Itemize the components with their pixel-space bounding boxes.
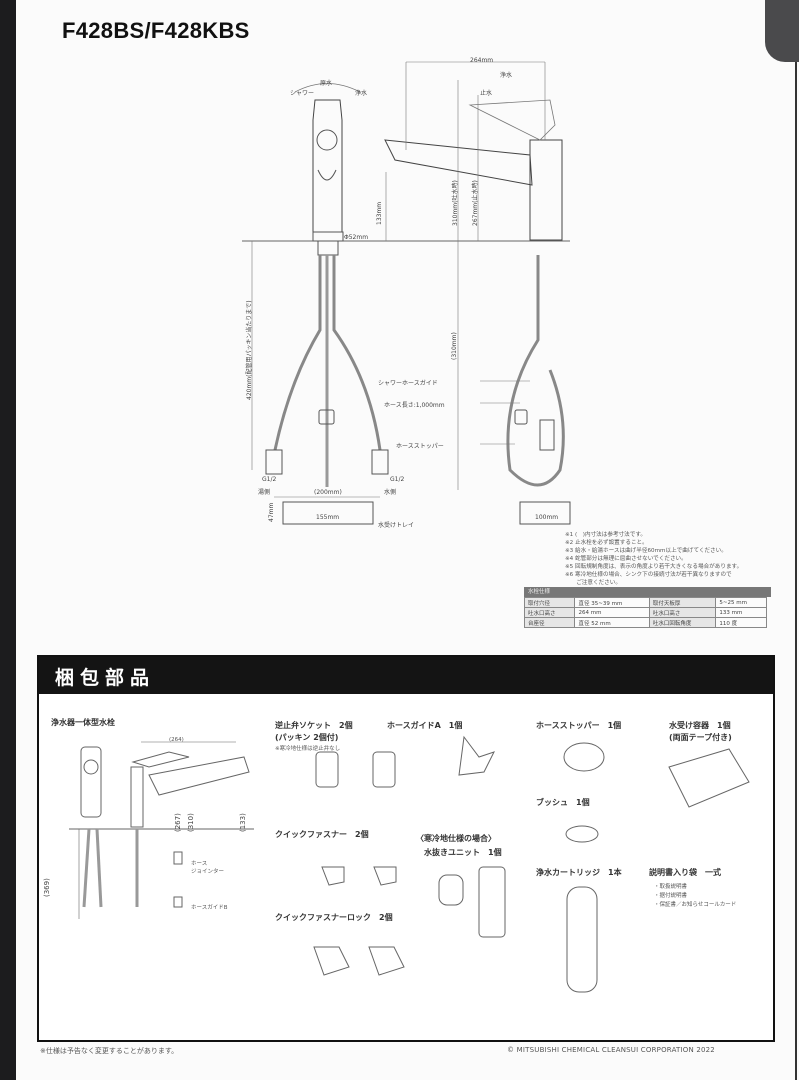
technical-drawing <box>242 61 571 525</box>
manual-item: ・取扱説明書 <box>654 884 688 890</box>
spec-key: 台座径 <box>523 617 576 628</box>
lever-label-raw: 原水 <box>320 80 333 87</box>
dim-264-small: (264) <box>169 737 184 743</box>
spec-key: 取付穴径 <box>523 597 576 608</box>
tray-label: 水受けトレイ <box>378 522 415 529</box>
thread-right: G1/2 <box>390 476 405 483</box>
spec-key: 吐水口高さ <box>648 607 717 618</box>
dim-phi52: Φ52mm <box>344 234 369 241</box>
spec-key: 吐水口回転角度 <box>648 617 717 628</box>
spec-value: 5~25 mm <box>715 597 767 608</box>
dim-267: 267mm(止水時) <box>472 180 479 226</box>
dim-310-paren: (310mm) <box>451 332 458 360</box>
note: ※5 回転規制角度は、表示の角度より若干大きくなる場合があります。 <box>565 564 743 570</box>
notes-list: ※1 ( )内寸法は参考寸法です。 ※2 止水栓を必ず設置すること。 ※3 給水… <box>565 531 742 587</box>
faucet-side-view <box>384 61 565 490</box>
hot-side-label: 湯側 <box>258 489 271 496</box>
dim-310-small: (310) <box>187 813 195 832</box>
part-label-hose-stopper: ホースストッパー 1個 <box>536 721 622 730</box>
parts-illustrations <box>69 735 750 993</box>
table-row: 吐水口高さ 264 mm 吐水口高さ 133 mm <box>523 607 767 618</box>
spec-value: 110 度 <box>715 617 767 628</box>
dim-420: 420mm(配管用パッキン当たりまで) <box>246 300 253 400</box>
hose-jointer-label: ホース ジョインター <box>191 861 225 875</box>
note: ※3 給水・給湯ホースは曲げ半径60mm以上で曲げてください。 <box>565 548 727 554</box>
part-sub-drain-unit: 水抜きユニット 1個 <box>424 848 502 857</box>
part-note-check-valve: ※寒冷地仕様は逆止弁なし <box>275 746 341 752</box>
faucet-front-view <box>251 83 389 498</box>
table-row: 取付穴径 直径 35~39 mm 取付天板厚 5~25 mm <box>523 597 767 608</box>
part-label-cartridge: 浄水カートリッジ 1本 <box>536 868 622 877</box>
cold-side-label: 水側 <box>384 489 397 496</box>
callout-hose-stopper: ホースストッパー <box>396 443 444 450</box>
spec-value: 264 mm <box>574 607 650 618</box>
callout-shower-hose-guide: シャワーホースガイド <box>378 380 438 387</box>
note: ※2 止水栓を必ず設置すること。 <box>565 540 648 546</box>
spec-value: 133 mm <box>715 607 767 618</box>
spec-value: 直径 35~39 mm <box>574 597 650 608</box>
note: ご注意ください。 <box>565 580 621 586</box>
spec-table-header: 水栓仕様 <box>524 587 771 597</box>
packaged-parts-section: 梱包部品 浄水 <box>37 655 775 1042</box>
tray-side <box>519 501 571 525</box>
manual-item: ・据付説明書 <box>654 893 688 899</box>
hose-guide-b-label: ホースガイドB <box>191 905 228 911</box>
section-title: 梱包部品 <box>55 667 156 689</box>
thread-left: G1/2 <box>262 476 277 483</box>
dim-133: 133mm <box>376 201 383 225</box>
note: ※6 寒冷地仕様の場合、シンク下の接続寸法が若干異なりますので <box>565 572 732 578</box>
note: ※4 蛇管部分は無理に屈曲させないでください。 <box>565 556 687 562</box>
page-curl-tab <box>765 0 799 62</box>
spec-key: 吐水口高さ <box>523 607 576 618</box>
side-label-stop: 止水 <box>480 90 493 97</box>
part-label-cold-region: 〈寒冷地仕様の場合〉 <box>416 834 496 843</box>
manual-item: ・保証書／お知らせコールカード <box>654 902 737 908</box>
dim-264: 264mm <box>470 57 494 64</box>
disclaimer: ※仕様は予告なく変更することがあります。 <box>40 1047 179 1055</box>
part-label-hose-guide-a: ホースガイドA 1個 <box>387 721 463 730</box>
part-label-quick-fastener-lock: クイックファスナーロック 2個 <box>275 913 393 922</box>
lever-label-purified: 浄水 <box>355 90 368 97</box>
dim-155: 155mm <box>316 514 340 521</box>
spec-table: 取付穴径 直径 35~39 mm 取付天板厚 5~25 mm 吐水口高さ 264… <box>523 597 767 628</box>
side-label-purified: 浄水 <box>500 72 513 79</box>
section-header: 梱包部品 <box>39 657 773 694</box>
page-edge-line <box>795 62 797 1080</box>
part-label-bush: ブッシュ 1個 <box>536 798 590 807</box>
part-label-manual-bag: 説明書入り袋 一式 <box>649 868 721 877</box>
tray-front <box>282 501 374 525</box>
part-label-water-tray: 水受け容器 1個 <box>669 721 731 730</box>
dim-267-small: (267) <box>174 813 182 832</box>
table-row: 台座径 直径 52 mm 吐水口回転角度 110 度 <box>523 617 767 628</box>
dim-133-small: (133) <box>239 813 247 832</box>
part-sub-water-tray: (両面テープ付き) <box>669 733 732 742</box>
part-label-check-valve: 逆止弁ソケット 2個 <box>275 721 353 730</box>
dim-47: 47mm <box>268 502 275 522</box>
callout-hose-length: ホース長さ:1,000mm <box>384 402 445 409</box>
dim-100: 100mm <box>535 514 559 521</box>
dark-edge-strip <box>0 0 16 1080</box>
note: ※1 ( )内寸法は参考寸法です。 <box>565 532 646 538</box>
copyright: © MITSUBISHI CHEMICAL CLEANSUI CORPORATI… <box>507 1046 715 1054</box>
dim-310-spout: 310mm(吐水時) <box>452 180 459 226</box>
spec-key: 取付天板厚 <box>648 597 717 608</box>
lever-label-shower: シャワー <box>290 90 315 97</box>
dim-369-small: (369) <box>43 878 51 897</box>
dim-200: (200mm) <box>314 489 342 496</box>
part-label-quick-fastener: クイックファスナー 2個 <box>275 830 369 839</box>
part-sub-check-valve: (パッキン 2個付) <box>275 733 339 742</box>
model-title: F428BS/F428KBS <box>62 18 250 43</box>
spec-value: 直径 52 mm <box>574 617 650 628</box>
part-label-faucet: 浄水器一体型水栓 <box>51 718 115 727</box>
